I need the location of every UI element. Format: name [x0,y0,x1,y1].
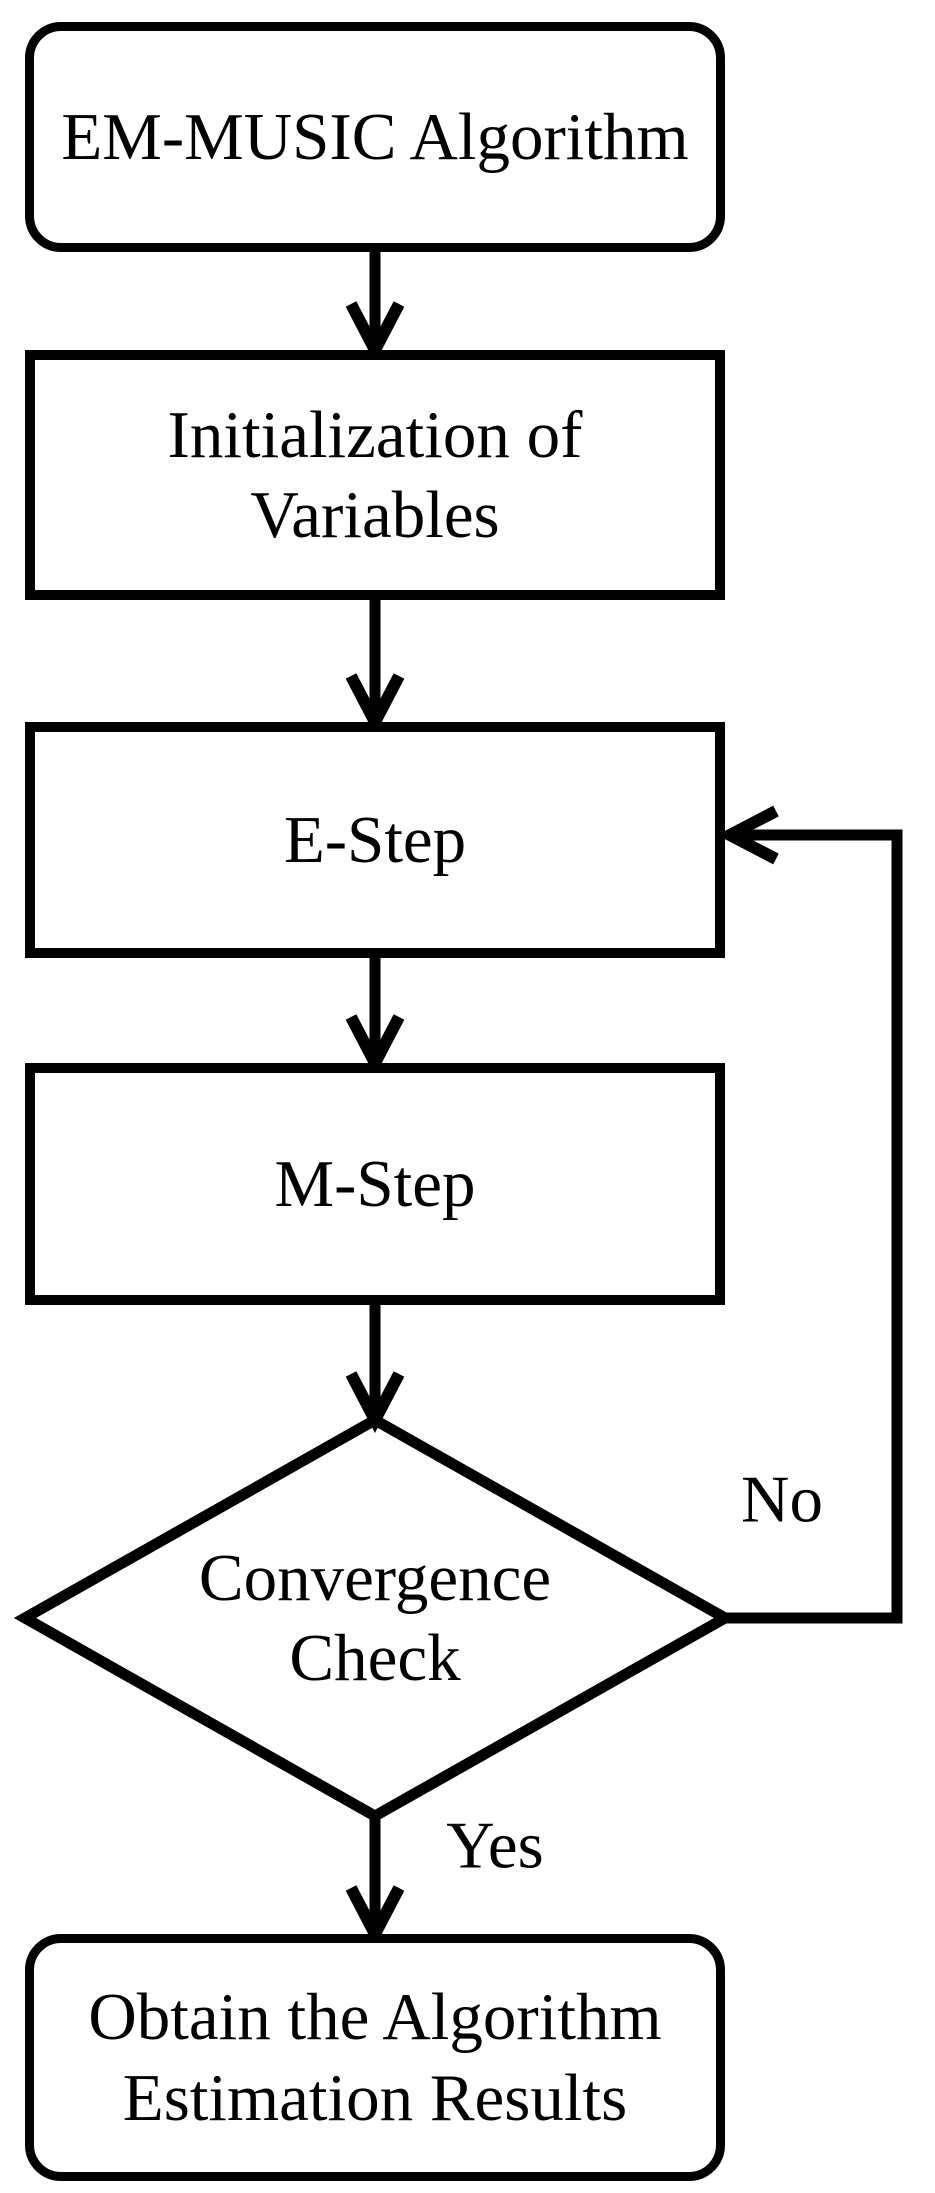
node-initialization-label: Initialization of Variables [167,397,583,552]
node-end-label: Obtain the Algorithm Estimation Results [88,1980,662,2135]
node-start-terminator: EM-MUSIC Algorithm [25,22,725,252]
loop-no-feedback-path [722,829,903,1624]
node-start-label: EM-MUSIC Algorithm [61,99,689,174]
node-m-step-label: M-Step [274,1146,476,1221]
loop-no-feedback-head [717,805,779,865]
edge-label-yes: Yes [446,1808,544,1883]
node-m-step: M-Step [25,1063,725,1305]
node-initialization: Initialization of Variables [25,350,725,600]
node-end-terminator: Obtain the Algorithm Estimation Results [25,1934,725,2181]
node-e-step: E-Step [25,722,725,958]
arrow-mstep-to-convergence-head [345,1371,405,1433]
edge-label-no: No [741,1462,823,1537]
node-convergence-label: Convergence Check [75,1520,675,1716]
convergence-label-text: Convergence Check [198,1540,552,1695]
node-e-step-label: E-Step [283,802,467,877]
